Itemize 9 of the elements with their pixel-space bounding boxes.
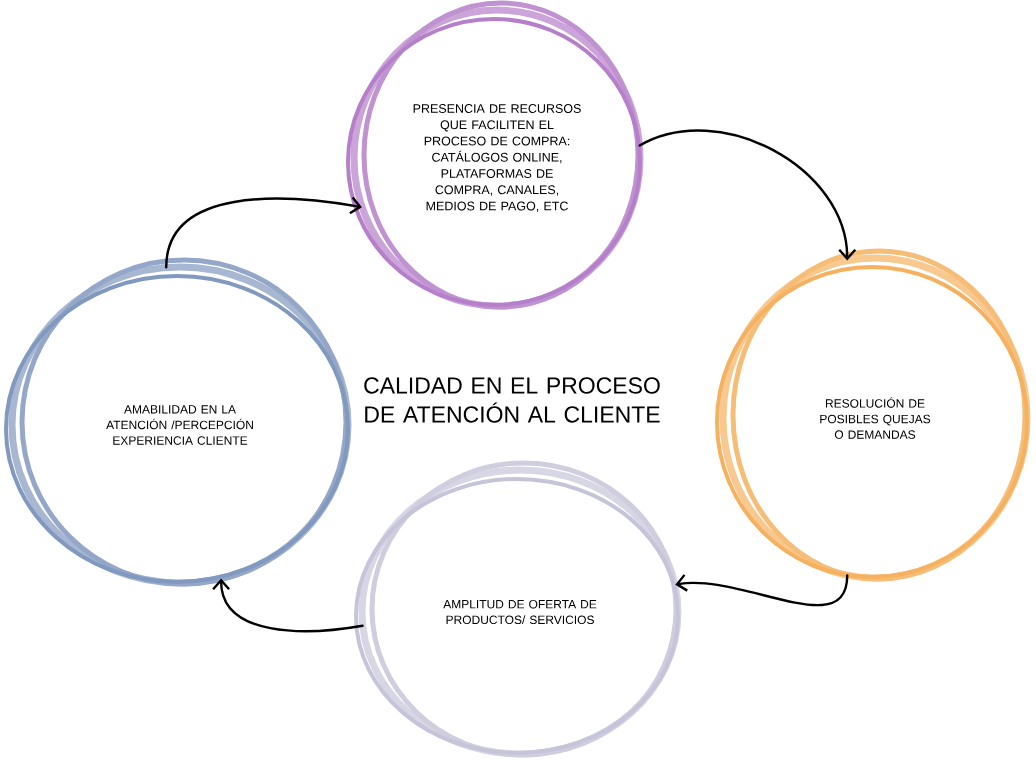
circle-node: AMPLITUD DE OFERTA DE PRODUCTOS/ SERVICIOS — [354, 460, 682, 758]
circle-node: PRESENCIA DE RECURSOS QUE FACILITEN EL PROCESO DE COMPRA: CATÁLOGOS ONLINE, PLATAFORMAS DE COMPRA, CANALES, MEDIOS DE PAGO, ETC — [346, 0, 644, 310]
arrow — [165, 196, 362, 269]
circle-node: AMABILIDAD EN LA ATENCIÓN /PERCEPCIÓN EXPERIENCIA CLIENTE — [4, 257, 352, 587]
circle-node: RESOLUCIÓN DE POSIBLES QUEJAS O DEMANDAS — [715, 248, 1031, 582]
arrow — [212, 578, 364, 633]
arrow — [675, 574, 849, 607]
arrow — [638, 129, 857, 261]
title: CALIDAD EN EL PROCESO DE ATENCIÓN AL CLIENTE — [364, 377, 660, 423]
